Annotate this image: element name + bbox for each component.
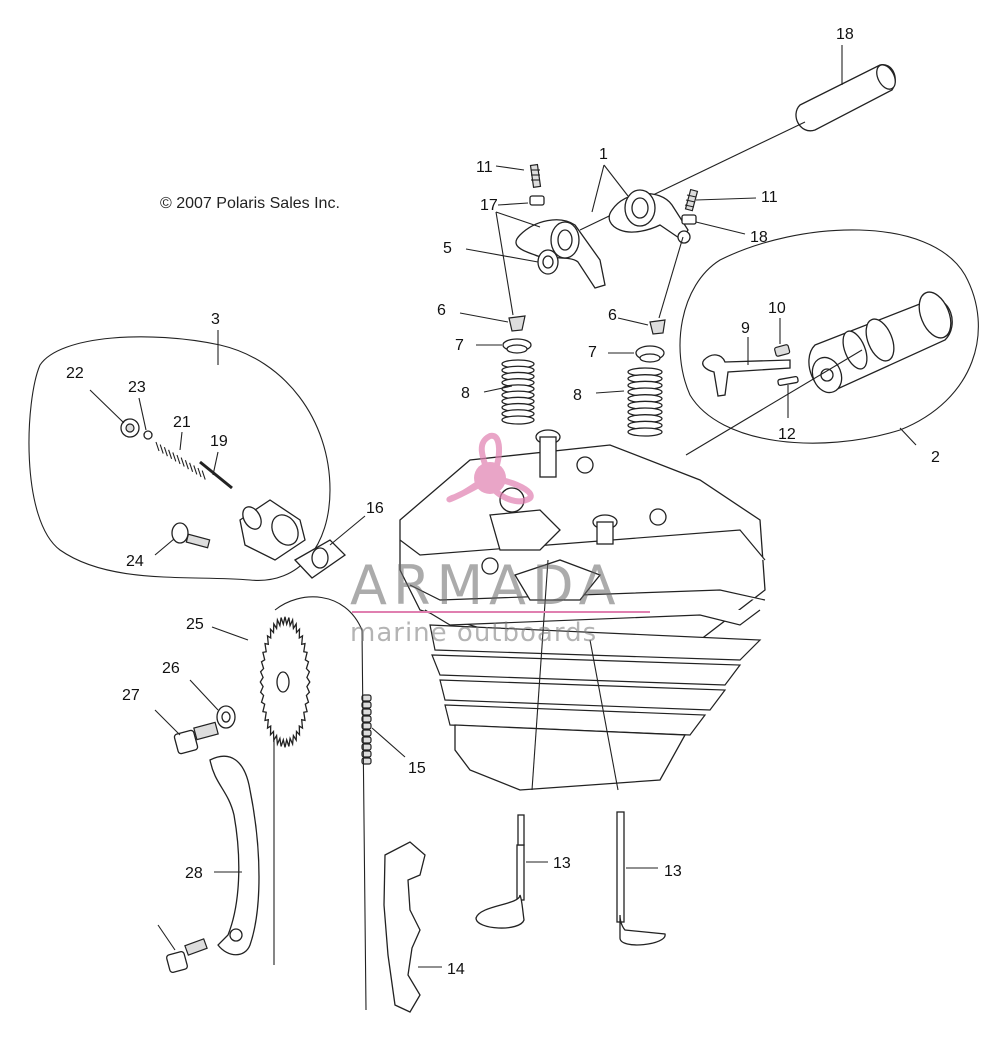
cam-chain [361, 694, 372, 765]
decomp-spring [774, 344, 791, 357]
callout-27: 28 [185, 865, 203, 882]
callout-7-left: 7 [455, 337, 464, 354]
leader-lines [89, 45, 917, 968]
rocker-arm-right [608, 189, 691, 244]
sprocket-washer [216, 705, 236, 729]
callout-23: 24 [126, 553, 144, 570]
watermark-subtitle: marine outboards [350, 618, 597, 648]
watermark-logo-icon [446, 432, 534, 505]
leader-exhaust-axis [589, 639, 619, 791]
rocker-arm-left [515, 219, 606, 289]
callout-14: 13 [553, 855, 571, 872]
sprocket-bolt [173, 721, 219, 755]
decomp-pin [777, 375, 799, 387]
callout-19: 19 [210, 433, 228, 450]
tensioner-washer [143, 430, 153, 440]
tensioner-gasket [293, 539, 347, 579]
callout-21: 22 [66, 365, 84, 382]
callout-3: 3 [211, 311, 220, 328]
tensioner-bolt [171, 522, 211, 549]
callout-6-left: 6 [437, 302, 446, 319]
callout-10: 10 [768, 300, 786, 317]
watermark: ARMADA marine outboards [350, 432, 650, 648]
leader-intake-axis [531, 559, 549, 791]
copyright-text: © 2007 Polaris Sales Inc. [160, 195, 340, 212]
adjuster-screw-left [529, 163, 542, 188]
callout-4: 18 [836, 26, 854, 43]
chain-guide [209, 755, 260, 956]
callout-20: 21 [173, 414, 191, 431]
callout-13: 13 [664, 863, 682, 880]
callout-labels: 18 1 11 11 17 18 5 6 6 7 7 8 8 9 10 12 2… [66, 26, 940, 978]
adjuster-screw-right [684, 188, 699, 212]
callout-2: 2 [931, 449, 940, 466]
callout-16: 15 [408, 760, 426, 777]
callout-18-left: 17 [480, 197, 498, 214]
tensioner-plunger [199, 460, 233, 490]
callout-7-right: 7 [588, 344, 597, 361]
decompression-lever [702, 354, 791, 397]
intake-valve [475, 814, 525, 929]
tensioner-blade [383, 841, 426, 1013]
callout-9: 9 [741, 320, 750, 337]
spring-retainer-left [502, 338, 532, 354]
callout-12: 12 [778, 426, 796, 443]
callout-17: 16 [366, 500, 384, 517]
valve-spring-left [501, 359, 535, 425]
rocker-shaft [795, 64, 896, 132]
callout-22: 23 [128, 379, 146, 396]
group-2-outline [679, 229, 979, 444]
callout-8-left: 8 [461, 385, 470, 402]
cam-sprocket [259, 616, 311, 748]
callout-5: 5 [443, 240, 452, 257]
thrust-washer [537, 249, 559, 275]
tensioner-cap-bolt [120, 418, 140, 438]
exhaust-valve [616, 811, 666, 946]
watermark-title: ARMADA [350, 554, 622, 617]
callout-11-left: 11 [476, 159, 493, 176]
callout-6-right: 6 [608, 307, 617, 324]
callout-25: 26 [162, 660, 180, 677]
camshaft [808, 291, 953, 394]
valve-spring-right [627, 367, 663, 437]
callout-11-right: 11 [761, 189, 778, 206]
callout-8-right: 8 [573, 387, 582, 404]
callout-26: 27 [122, 687, 140, 704]
locknut-left [529, 195, 545, 206]
guide-bolt [166, 938, 208, 973]
valve-keeper-right [649, 319, 666, 335]
callout-1: 1 [599, 146, 608, 163]
chain-path [274, 596, 367, 1011]
tensioner-spring [155, 441, 206, 480]
callout-15: 14 [447, 961, 465, 978]
callout-24: 25 [186, 616, 204, 633]
callout-18-right: 18 [750, 229, 768, 246]
locknut-right [681, 214, 697, 225]
valve-keeper-left [508, 315, 526, 332]
tensioner-body [239, 499, 306, 561]
spring-retainer-right [635, 345, 665, 363]
